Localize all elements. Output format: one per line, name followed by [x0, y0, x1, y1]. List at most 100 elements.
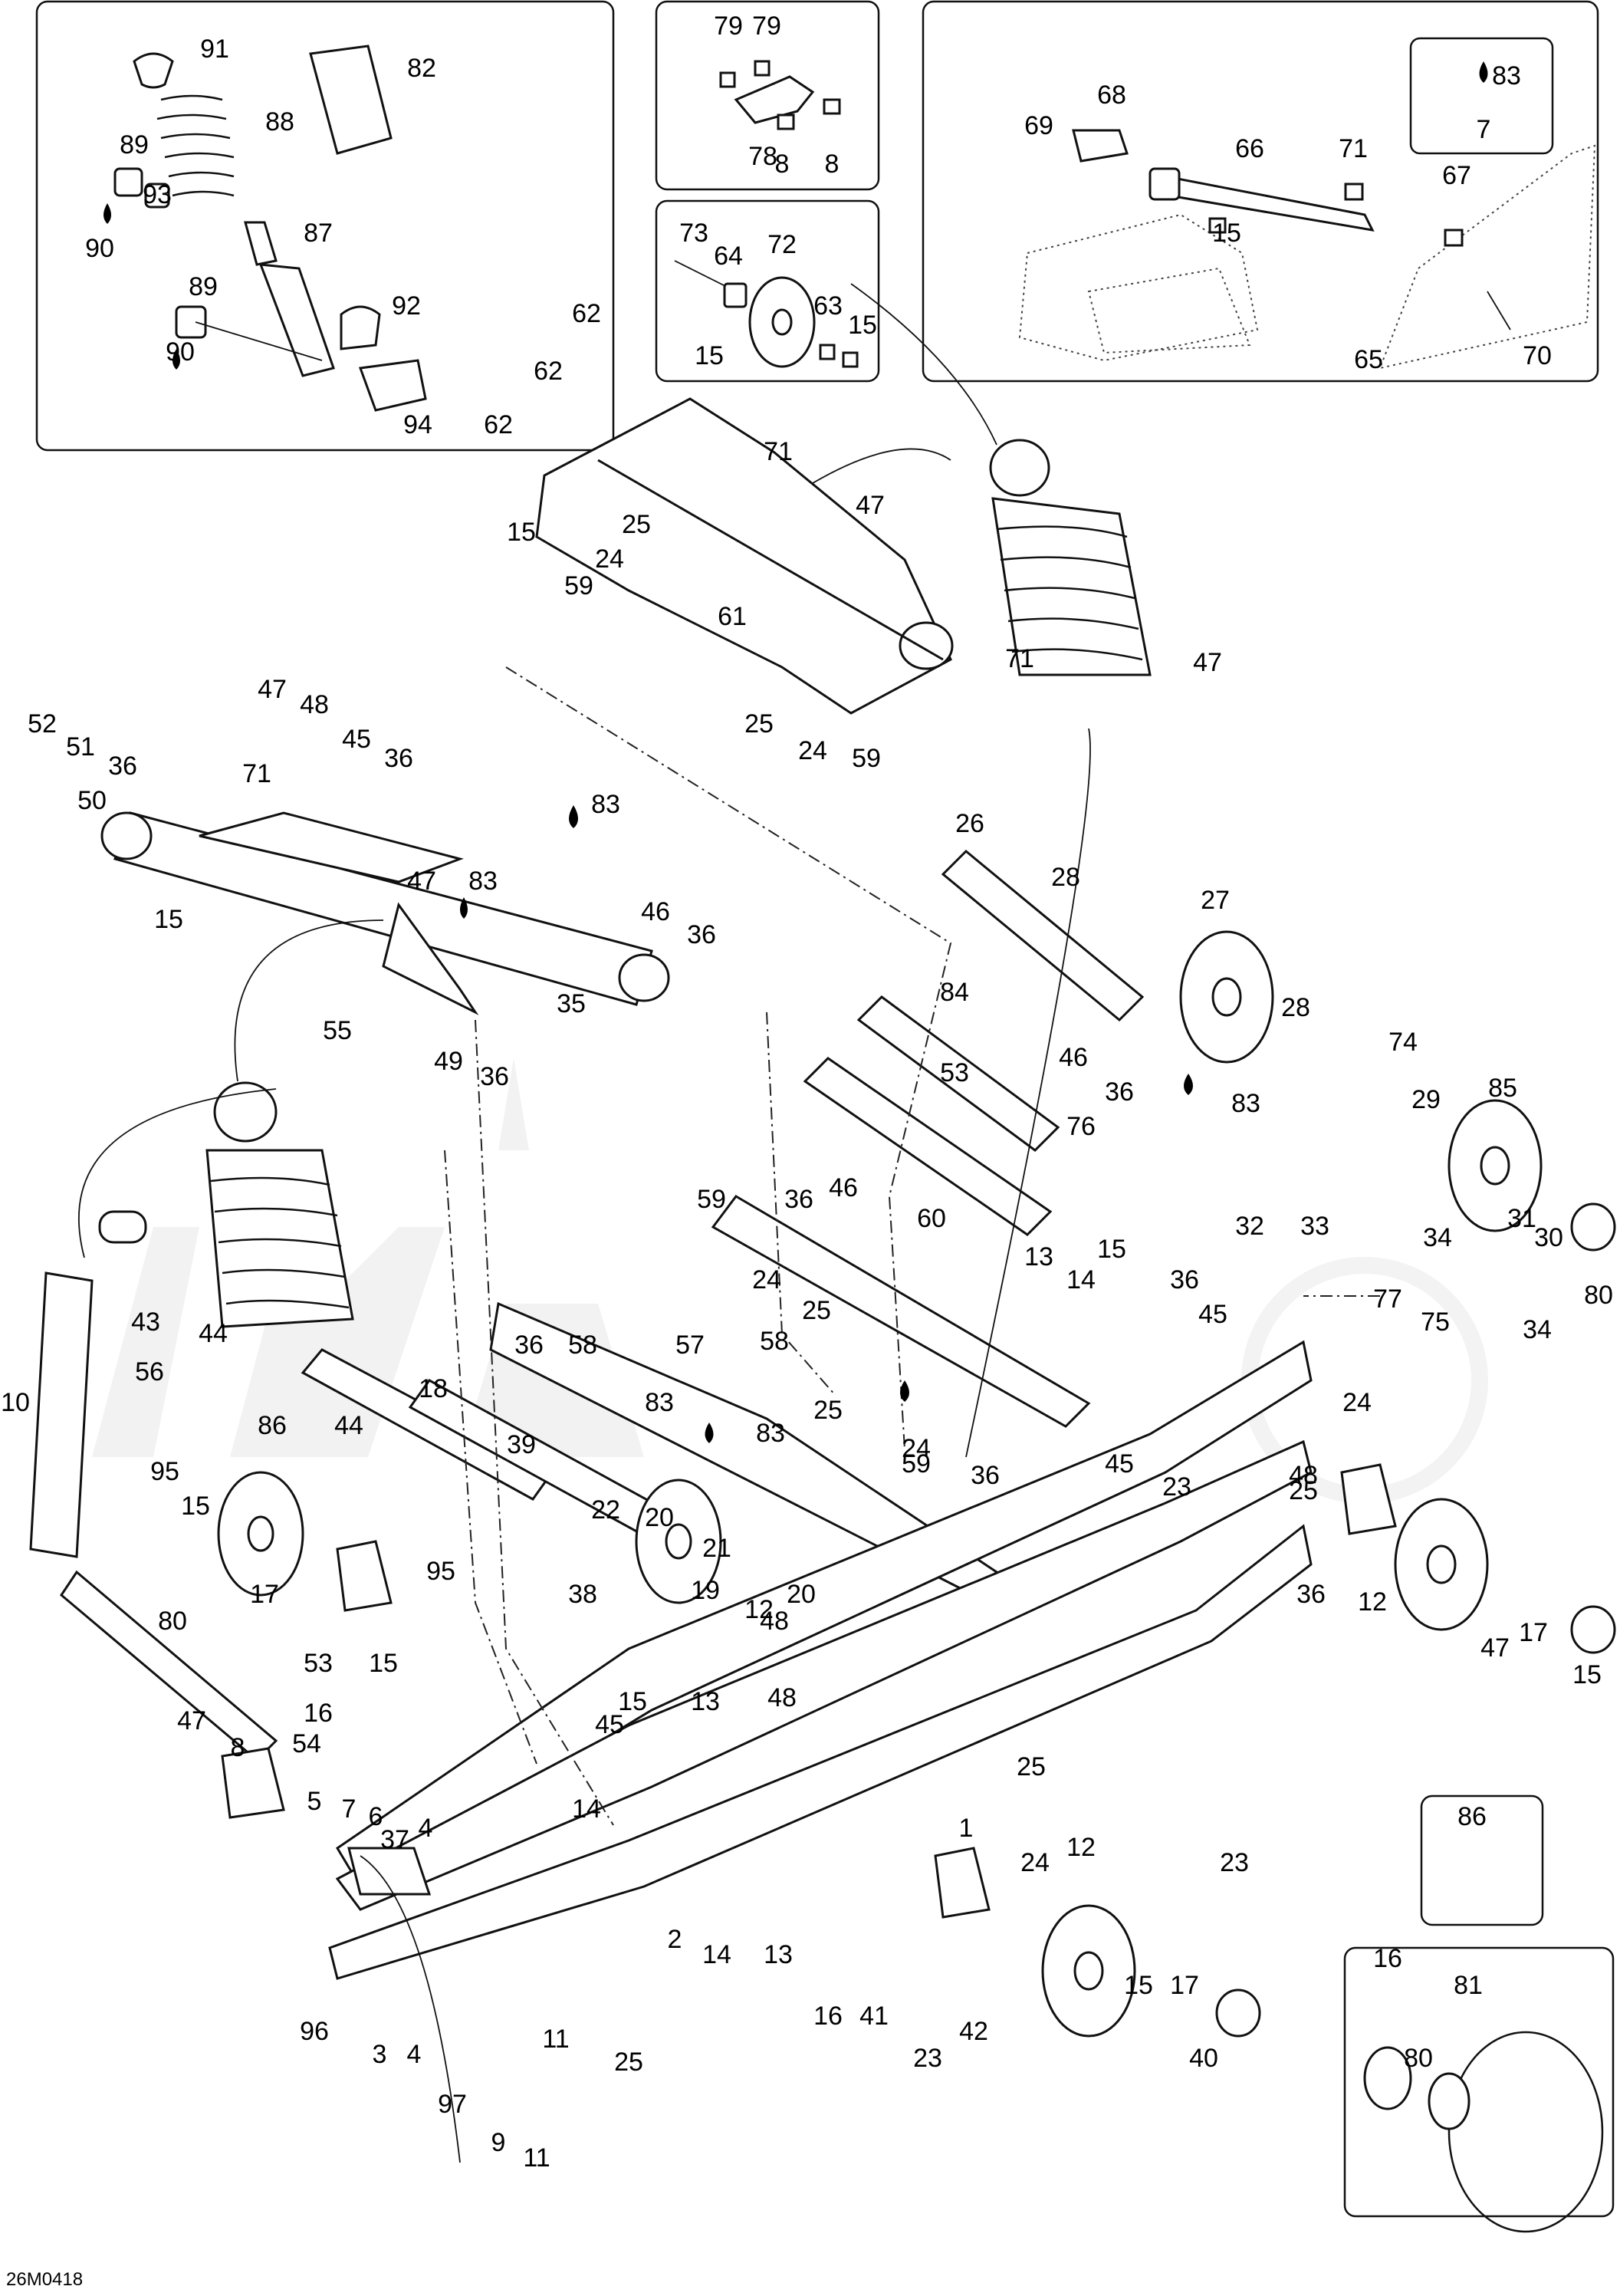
callout-59: 59 [902, 1449, 931, 1479]
callout-60: 60 [917, 1204, 946, 1233]
callout-25: 25 [813, 1396, 843, 1425]
callout-29: 29 [1411, 1085, 1441, 1114]
callout-66: 66 [1235, 134, 1264, 163]
callout-42: 42 [959, 2017, 988, 2046]
callout-63: 63 [813, 291, 843, 321]
callout-55: 55 [323, 1016, 352, 1045]
callout-36: 36 [971, 1461, 1000, 1490]
bracket-detail [719, 60, 841, 130]
callout-74: 74 [1388, 1028, 1418, 1057]
callout-15: 15 [154, 905, 183, 934]
callout-47: 47 [177, 1706, 206, 1735]
callout-83: 83 [645, 1388, 674, 1417]
callout-59: 59 [564, 571, 593, 600]
callout-15: 15 [1097, 1235, 1126, 1264]
callout-59: 59 [852, 744, 881, 773]
callout-8: 8 [825, 150, 840, 179]
callout-81: 81 [1454, 1971, 1483, 2000]
callout-45: 45 [342, 725, 371, 754]
callout-1: 1 [959, 1814, 974, 1843]
callout-16: 16 [813, 2002, 843, 2031]
callout-25: 25 [614, 2048, 643, 2077]
diagram-code: 26M0418 [6, 2269, 83, 2290]
callout-93: 93 [143, 180, 172, 209]
callout-15: 15 [181, 1492, 210, 1521]
callout-8: 8 [231, 1733, 245, 1762]
callout-90: 90 [166, 337, 195, 367]
callout-36: 36 [108, 752, 137, 781]
callout-12: 12 [744, 1595, 774, 1624]
callout-86: 86 [258, 1411, 287, 1440]
callout-44: 44 [334, 1411, 363, 1440]
callout-56: 56 [135, 1357, 164, 1386]
callout-59: 59 [697, 1185, 726, 1214]
callout-87: 87 [304, 219, 333, 248]
callout-14: 14 [572, 1794, 601, 1824]
callout-53: 53 [940, 1058, 969, 1087]
callout-39: 39 [507, 1430, 536, 1459]
callout-77: 77 [1373, 1285, 1402, 1314]
callout-36: 36 [480, 1062, 509, 1091]
callout-41: 41 [859, 2002, 889, 2031]
idler-detail [674, 260, 859, 368]
callout-83: 83 [591, 790, 620, 819]
callout-27: 27 [1201, 886, 1230, 915]
callout-47: 47 [856, 491, 885, 520]
callout-83: 83 [1492, 61, 1521, 90]
callout-45: 45 [1105, 1449, 1134, 1479]
callout-40: 40 [1189, 2044, 1218, 2073]
callout-32: 32 [1235, 1212, 1264, 1241]
callout-13: 13 [691, 1687, 720, 1716]
callout-20: 20 [645, 1503, 674, 1532]
callout-48: 48 [767, 1683, 797, 1712]
callout-65: 65 [1354, 345, 1383, 374]
callout-30: 30 [1534, 1223, 1563, 1252]
callout-83: 83 [756, 1419, 785, 1448]
callout-47: 47 [407, 867, 436, 896]
callout-9: 9 [491, 2128, 506, 2157]
callout-79: 79 [714, 12, 743, 41]
callout-31: 31 [1507, 1204, 1536, 1233]
callout-16: 16 [304, 1699, 333, 1728]
callout-95: 95 [150, 1457, 179, 1486]
callout-85: 85 [1488, 1074, 1517, 1103]
callout-47: 47 [258, 675, 287, 704]
callout-70: 70 [1523, 341, 1552, 370]
callout-15: 15 [1124, 1971, 1153, 2000]
callout-26: 26 [955, 809, 984, 838]
callout-88: 88 [265, 107, 294, 137]
callout-62: 62 [572, 299, 601, 328]
callout-51: 51 [66, 732, 95, 761]
callout-52: 52 [28, 709, 57, 738]
callout-14: 14 [1066, 1265, 1096, 1294]
callout-46: 46 [1059, 1043, 1088, 1072]
callout-12: 12 [1358, 1587, 1387, 1617]
callout-37: 37 [380, 1825, 409, 1854]
callout-86: 86 [1457, 1802, 1487, 1831]
callout-24: 24 [798, 736, 827, 765]
callout-90: 90 [85, 234, 114, 263]
callout-80: 80 [1404, 2044, 1433, 2073]
slide-rail [328, 1340, 1313, 1980]
callout-47: 47 [1193, 648, 1222, 677]
callout-34: 34 [1523, 1315, 1552, 1344]
callout-25: 25 [744, 709, 774, 738]
callout-53: 53 [304, 1649, 333, 1678]
callout-72: 72 [767, 230, 797, 259]
callout-57: 57 [675, 1331, 705, 1360]
callout-28: 28 [1281, 993, 1310, 1022]
callout-21: 21 [702, 1534, 731, 1563]
callout-46: 46 [829, 1173, 858, 1202]
callout-15: 15 [1572, 1660, 1602, 1689]
callout-95: 95 [426, 1557, 455, 1586]
callout-4: 4 [407, 2040, 422, 2069]
rear-shock [989, 439, 1152, 676]
callout-15: 15 [618, 1687, 647, 1716]
callout-20: 20 [787, 1580, 816, 1609]
inset-wheel-bearing [1343, 1946, 1615, 2218]
callout-36: 36 [687, 920, 716, 949]
callout-69: 69 [1024, 111, 1053, 140]
upper-arm [100, 811, 670, 1015]
callout-7: 7 [1477, 115, 1491, 144]
